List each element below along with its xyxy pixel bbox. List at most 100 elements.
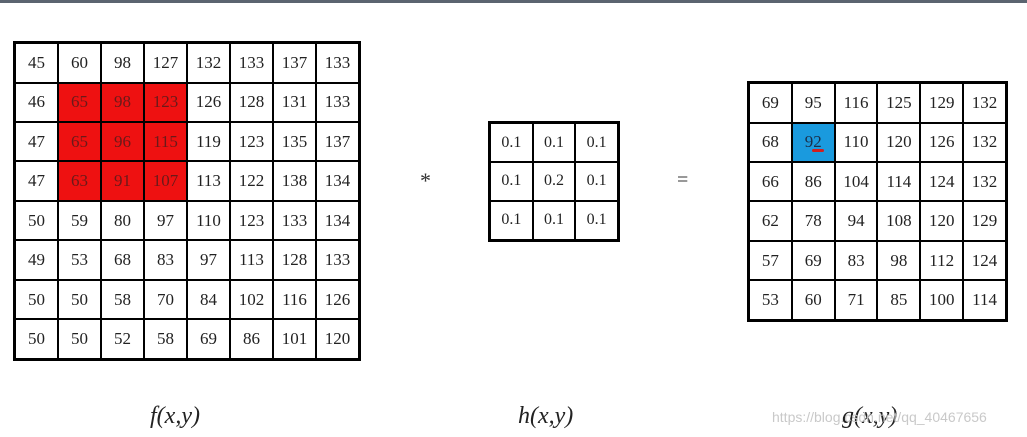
g-matrix-cell: 69 [747, 81, 793, 124]
f-matrix-cell: 47 [13, 160, 59, 202]
g-matrix-cell: 100 [919, 279, 965, 322]
g-matrix-cell: 95 [790, 81, 836, 124]
g-matrix-cell: 60 [790, 279, 836, 322]
f-matrix-cell: 123 [229, 199, 274, 242]
f-matrix-cell: 137 [272, 41, 317, 84]
f-matrix-cell: 50 [57, 318, 102, 361]
f-matrix-cell: 113 [229, 239, 274, 281]
f-matrix-cell: 133 [315, 41, 361, 84]
g-matrix-cell: 104 [833, 160, 879, 203]
g-matrix-cell: 78 [790, 200, 836, 242]
f-matrix-cell: 53 [57, 239, 102, 281]
caption-f: f(x,y) [150, 403, 200, 429]
g-matrix-cell: 69 [790, 239, 836, 282]
g-matrix-cell: 94 [833, 200, 879, 242]
f-matrix-cell: 80 [100, 199, 145, 242]
f-matrix-cell: 128 [272, 239, 317, 281]
g-matrix-cell: 125 [876, 81, 922, 124]
f-matrix-cell: 119 [186, 120, 231, 163]
f-matrix-cell: 63 [57, 160, 102, 202]
f-matrix-cell: 59 [57, 199, 102, 242]
equals-operator: = [677, 169, 689, 191]
top-border [0, 0, 1027, 3]
f-matrix-cell: 97 [143, 199, 188, 242]
g-matrix-cell: 114 [876, 160, 922, 203]
g-matrix-cell: 62 [747, 200, 793, 242]
h-matrix-cell: 0.1 [574, 121, 620, 163]
g-matrix-cell: 83 [833, 239, 879, 282]
f-matrix-cell: 102 [229, 278, 274, 321]
g-matrix-cell: 92 [790, 121, 836, 163]
f-matrix-cell: 50 [13, 278, 59, 321]
f-matrix-cell: 50 [13, 318, 59, 361]
f-matrix-cell: 107 [143, 160, 188, 202]
g-matrix-cell: 120 [919, 200, 965, 242]
h-matrix-cell: 0.1 [574, 199, 620, 242]
g-matrix-cell: 86 [790, 160, 836, 203]
h-matrix-cell: 0.1 [531, 199, 577, 242]
f-matrix-cell: 127 [143, 41, 188, 84]
g-matrix-cell: 129 [962, 200, 1008, 242]
f-matrix-cell: 70 [143, 278, 188, 321]
f-matrix-cell: 113 [186, 160, 231, 202]
watermark-text: https://blog.csdn.net/qq_40467656 [772, 409, 987, 425]
f-matrix-cell: 97 [186, 239, 231, 281]
g-matrix-cell: 120 [876, 121, 922, 163]
g-matrix-cell: 132 [962, 81, 1008, 124]
f-matrix-cell: 134 [315, 160, 361, 202]
g-matrix-cell: 85 [876, 279, 922, 322]
f-matrix-cell: 133 [272, 199, 317, 242]
f-matrix-cell: 68 [100, 239, 145, 281]
f-matrix-cell: 134 [315, 199, 361, 242]
g-matrix-cell: 57 [747, 239, 793, 282]
f-matrix-cell: 65 [57, 81, 102, 123]
f-matrix-cell: 45 [13, 41, 59, 84]
f-matrix-cell: 133 [315, 239, 361, 281]
h-matrix-cell: 0.1 [488, 121, 534, 163]
f-matrix-cell: 52 [100, 318, 145, 361]
f-matrix-cell: 128 [229, 81, 274, 123]
f-matrix-cell: 46 [13, 81, 59, 123]
f-matrix-cell: 49 [13, 239, 59, 281]
g-matrix-cell: 116 [833, 81, 879, 124]
g-matrix-cell: 126 [919, 121, 965, 163]
f-matrix-cell: 138 [272, 160, 317, 202]
h-matrix-cell: 0.1 [488, 199, 534, 242]
g-matrix-cell: 114 [962, 279, 1008, 322]
f-matrix-cell: 116 [272, 278, 317, 321]
f-matrix-cell: 123 [143, 81, 188, 123]
f-matrix-cell: 98 [100, 81, 145, 123]
f-matrix-cell: 60 [57, 41, 102, 84]
f-matrix-cell: 58 [100, 278, 145, 321]
f-matrix-cell: 50 [57, 278, 102, 321]
g-matrix-cell: 53 [747, 279, 793, 322]
g-matrix-cell: 132 [962, 160, 1008, 203]
g-matrix-cell: 66 [747, 160, 793, 203]
f-matrix-cell: 115 [143, 120, 188, 163]
f-matrix-cell: 65 [57, 120, 102, 163]
f-matrix-cell: 91 [100, 160, 145, 202]
g-matrix-cell: 112 [919, 239, 965, 282]
f-matrix-cell: 83 [143, 239, 188, 281]
f-matrix-cell: 133 [315, 81, 361, 123]
f-matrix-cell: 133 [229, 41, 274, 84]
h-matrix-cell: 0.1 [531, 121, 577, 163]
g-matrix-cell: 124 [919, 160, 965, 203]
caption-h: h(x,y) [518, 403, 574, 429]
